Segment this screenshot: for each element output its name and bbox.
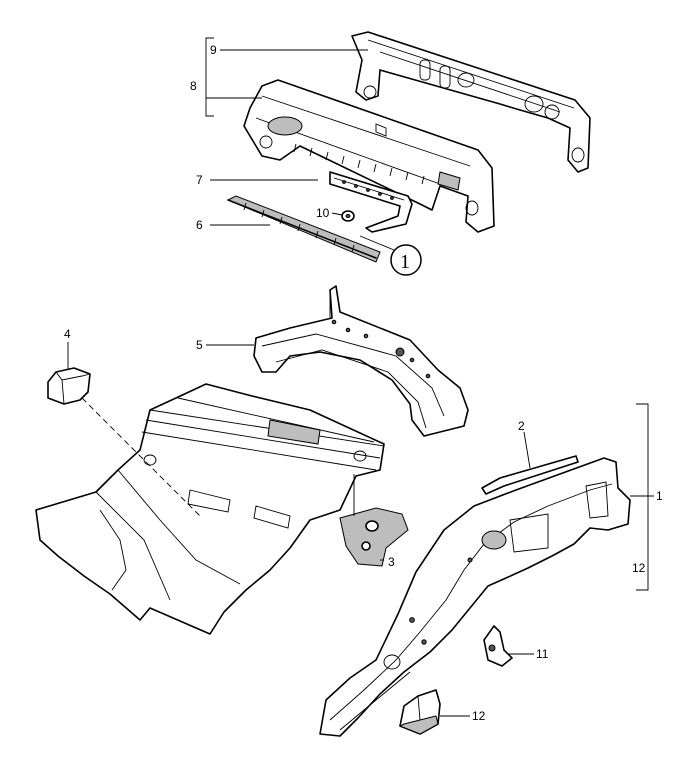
callout-11: 11	[536, 647, 549, 661]
part-11-bracket	[483, 625, 513, 667]
callout-3: 3	[388, 555, 395, 569]
circled-callout-ring	[390, 244, 422, 276]
callout-10: 10	[316, 206, 330, 220]
callout-5: 5	[196, 338, 203, 352]
callout-labels: 9 8 7 10 6 5 4 3 2 1 12 11 12 1	[64, 43, 663, 723]
part-9-cross-member	[351, 31, 591, 173]
leader-lines	[67, 37, 654, 717]
part-12-bracket	[398, 689, 441, 735]
part-5-cross-member	[253, 285, 469, 437]
callout-1: 1	[656, 489, 663, 503]
callout-12-bottom: 12	[472, 709, 486, 723]
callout-4: 4	[64, 327, 71, 341]
callout-9: 9	[210, 43, 217, 57]
part-6-seal-strip	[226, 195, 381, 263]
part-8-rear-panel-assembly	[243, 79, 495, 233]
callout-2: 2	[518, 419, 525, 433]
part-2-strip	[481, 455, 579, 495]
floor-pan	[35, 383, 385, 635]
part-3-plate	[339, 507, 409, 567]
part-4-bracket	[47, 367, 91, 405]
part-7-strip	[329, 171, 413, 233]
callout-12-right: 12	[632, 561, 646, 575]
callout-7: 7	[196, 173, 203, 187]
circled-callout-1: 1	[400, 251, 410, 273]
callout-8: 8	[190, 79, 197, 93]
part-10-grommet	[341, 210, 355, 222]
callout-6: 6	[196, 218, 203, 232]
part-1-side-member	[319, 457, 631, 737]
